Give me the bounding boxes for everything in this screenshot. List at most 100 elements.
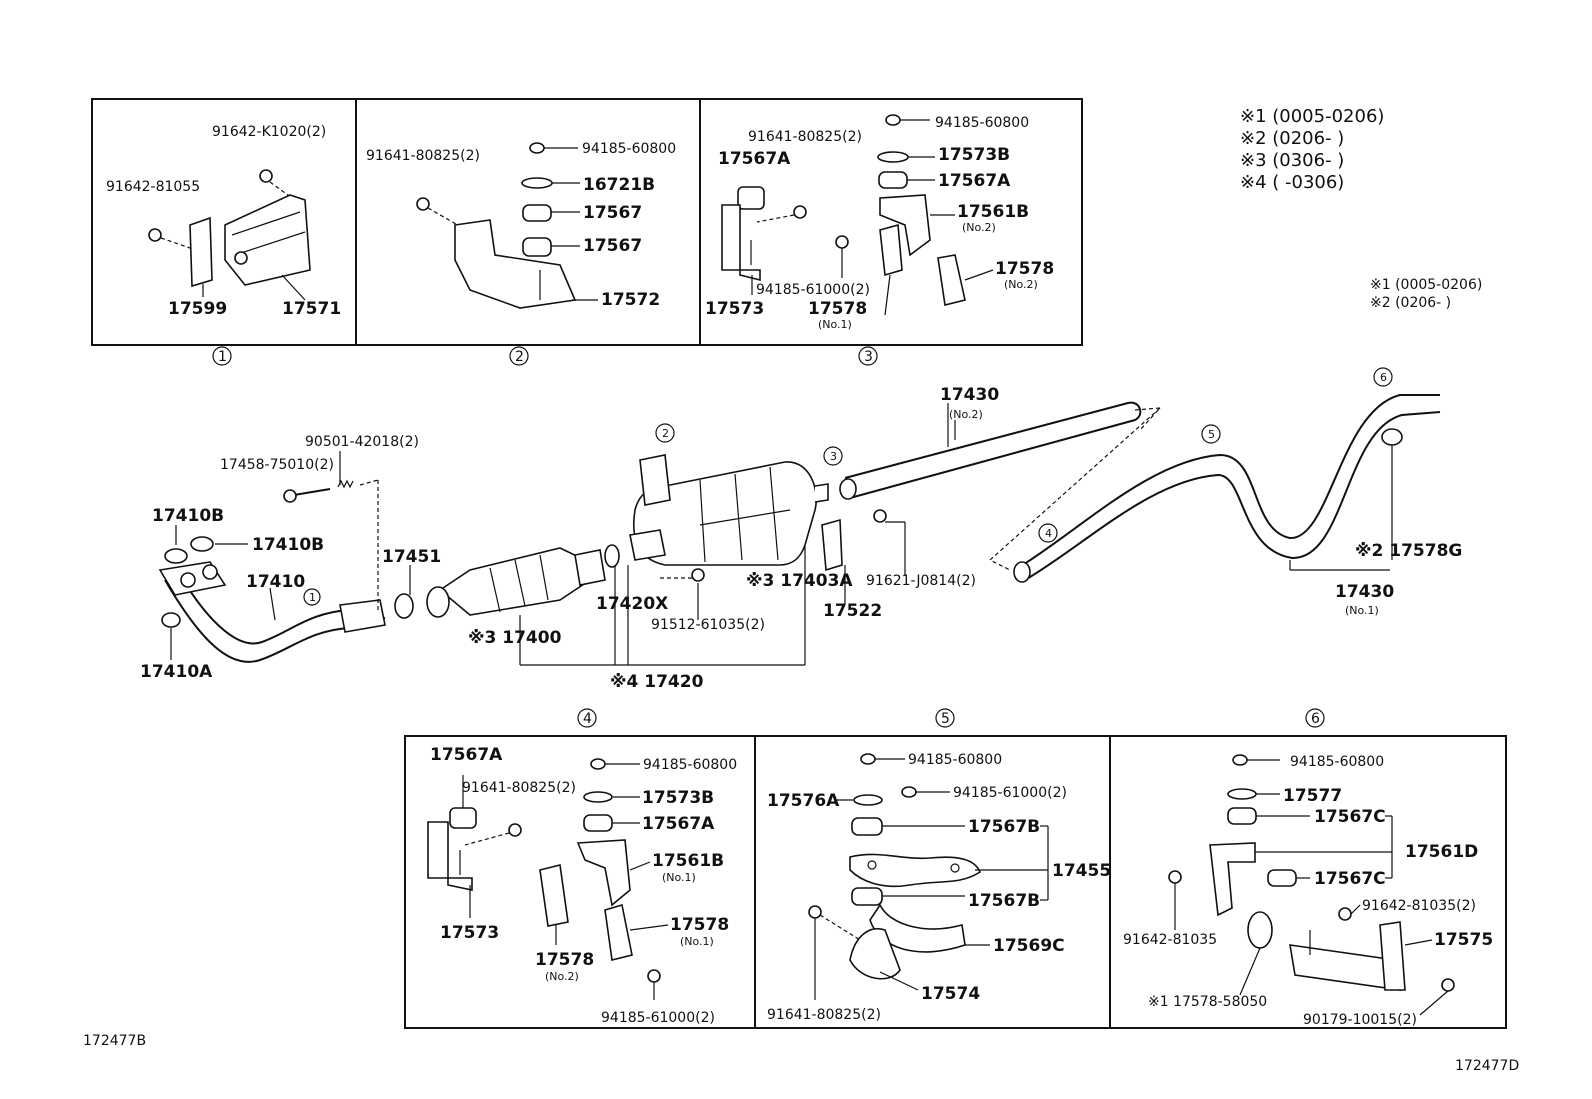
- diagram-code-right: 172477D: [1455, 1058, 1519, 1074]
- part-label: 17573B: [642, 788, 714, 808]
- part-label: (No.2): [962, 221, 996, 234]
- part-label: 94185-60800: [935, 115, 1029, 131]
- part-label: 17573: [440, 923, 499, 943]
- bracket-icon: [189, 216, 213, 288]
- part-label: 17567B: [968, 817, 1040, 837]
- part-label: ※1 17578-58050: [1148, 994, 1267, 1010]
- detail-box-3: [699, 98, 1083, 346]
- cushion-icon: [1227, 807, 1257, 825]
- bracket-icon: [454, 219, 577, 309]
- bolt-icon: [808, 905, 822, 919]
- catalytic-converter-icon: [438, 547, 591, 616]
- part-label: 94185-61000(2): [601, 1010, 715, 1026]
- part-label: 91642-K1020(2): [212, 124, 326, 140]
- cushion-icon: [878, 171, 908, 189]
- part-label: 17569C: [993, 936, 1065, 956]
- tail-pipe-no2-icon: [844, 401, 1142, 499]
- part-label: (No.1): [662, 871, 696, 884]
- note-small-2: ※2 (0206- ): [1370, 295, 1451, 311]
- part-label: 17571: [282, 299, 341, 319]
- part-label: 91641-80825(2): [366, 148, 480, 164]
- cushion-icon: [737, 186, 765, 210]
- tail-pipe-no1-icon: [1017, 394, 1440, 569]
- part-label: 90179-10015(2): [1303, 1012, 1417, 1028]
- cushion-icon: [522, 204, 552, 222]
- part-label: 17567C: [1314, 869, 1386, 889]
- part-label: 17599: [168, 299, 227, 319]
- part-label: 94185-61000(2): [953, 785, 1067, 801]
- part-label: (No.1): [1345, 604, 1379, 617]
- insulator-icon: [821, 518, 843, 572]
- part-label: 17410B: [252, 535, 324, 555]
- cushion-icon: [851, 817, 883, 836]
- cushion-icon: [583, 814, 613, 832]
- detail-box-6: [1109, 735, 1507, 1029]
- part-label: 94185-60800: [643, 757, 737, 773]
- part-label: 17561B: [652, 851, 724, 871]
- box5-drawing: 94185-60800 17576A 94185-61000(2) 17567B…: [767, 752, 1111, 1023]
- circled-number: 6: [1380, 371, 1387, 384]
- box2-drawing: 91641-80825(2) 94185-60800 16721B 17567 …: [366, 141, 676, 310]
- bolt-icon: [508, 823, 522, 837]
- part-label: 17567A: [430, 745, 503, 765]
- circled-number: 2: [515, 349, 524, 365]
- front-pipe-icon: [164, 579, 386, 663]
- bracket-icon: [639, 454, 671, 506]
- part-label: 17410: [246, 572, 305, 592]
- box1-drawing: 91642-K1020(2) 91642-81055 17599 17571: [106, 124, 341, 319]
- circled-refs-top: 1 2 3: [212, 346, 878, 366]
- part-label: 17573: [705, 299, 764, 319]
- part-label: 17567: [583, 203, 642, 223]
- diagram-code-left: 172477B: [83, 1033, 146, 1049]
- nut-icon: [590, 758, 606, 770]
- part-label: 17430: [940, 385, 999, 405]
- bracket-icon: [576, 839, 631, 907]
- circled-number: 3: [864, 349, 873, 365]
- part-label: (No.2): [949, 408, 983, 421]
- box4-drawing: 17567A 91641-80825(2) 94185-60800 17573B…: [427, 745, 737, 1026]
- part-label: 17567C: [1314, 807, 1386, 827]
- main-assembly: 1 2 3: [140, 367, 1462, 692]
- note-small-1: ※1 (0005-0206): [1370, 277, 1482, 293]
- part-label: 17576A: [767, 791, 840, 811]
- circled-number: 1: [218, 349, 227, 365]
- clamp-icon: [879, 223, 903, 277]
- note-3: ※3 (0306- ): [1240, 150, 1344, 171]
- part-label: 17574: [921, 984, 980, 1004]
- bolt-icon: [793, 205, 807, 219]
- part-label: (No.2): [545, 970, 579, 983]
- clamp-icon: [539, 864, 569, 927]
- part-label: ※4 17420: [610, 672, 704, 692]
- nut-icon: [1441, 978, 1455, 992]
- clamp-icon: [937, 254, 966, 306]
- bracket-icon: [879, 194, 931, 257]
- part-label: 17522: [823, 601, 882, 621]
- part-label: 91641-80825(2): [462, 780, 576, 796]
- nut-icon: [529, 142, 545, 154]
- part-label: 17578: [808, 299, 867, 319]
- gasket-icon: [604, 544, 620, 568]
- washer-icon: [583, 791, 613, 803]
- circled-number: 3: [830, 450, 837, 463]
- washer-icon: [521, 177, 553, 189]
- circled-number: 1: [309, 591, 316, 604]
- part-label: 17578: [535, 950, 594, 970]
- washer-icon: [853, 794, 883, 806]
- bracket-icon: [1209, 842, 1256, 917]
- part-label: 17572: [601, 290, 660, 310]
- circled-number: 5: [941, 711, 950, 727]
- part-label: ※3 17403A: [746, 571, 853, 591]
- nut-icon: [1232, 754, 1248, 766]
- bolt-icon: [873, 509, 887, 523]
- part-label: 17458-75010(2): [220, 457, 334, 473]
- part-label: (No.1): [680, 935, 714, 948]
- part-label: 17455: [1052, 861, 1111, 881]
- washer-icon: [1227, 788, 1257, 800]
- part-label: 17561D: [1405, 842, 1478, 862]
- washer-icon: [877, 151, 909, 163]
- part-label: 17430: [1335, 582, 1394, 602]
- part-label: 17567B: [968, 891, 1040, 911]
- part-label: 94185-60800: [1290, 754, 1384, 770]
- box6-drawing: 94185-60800 17577 17567C 17561D 17567C 9…: [1123, 754, 1493, 1028]
- notes-main: ※1 (0005-0206) ※2 (0206- ) ※3 (0306- ) ※…: [1240, 106, 1384, 193]
